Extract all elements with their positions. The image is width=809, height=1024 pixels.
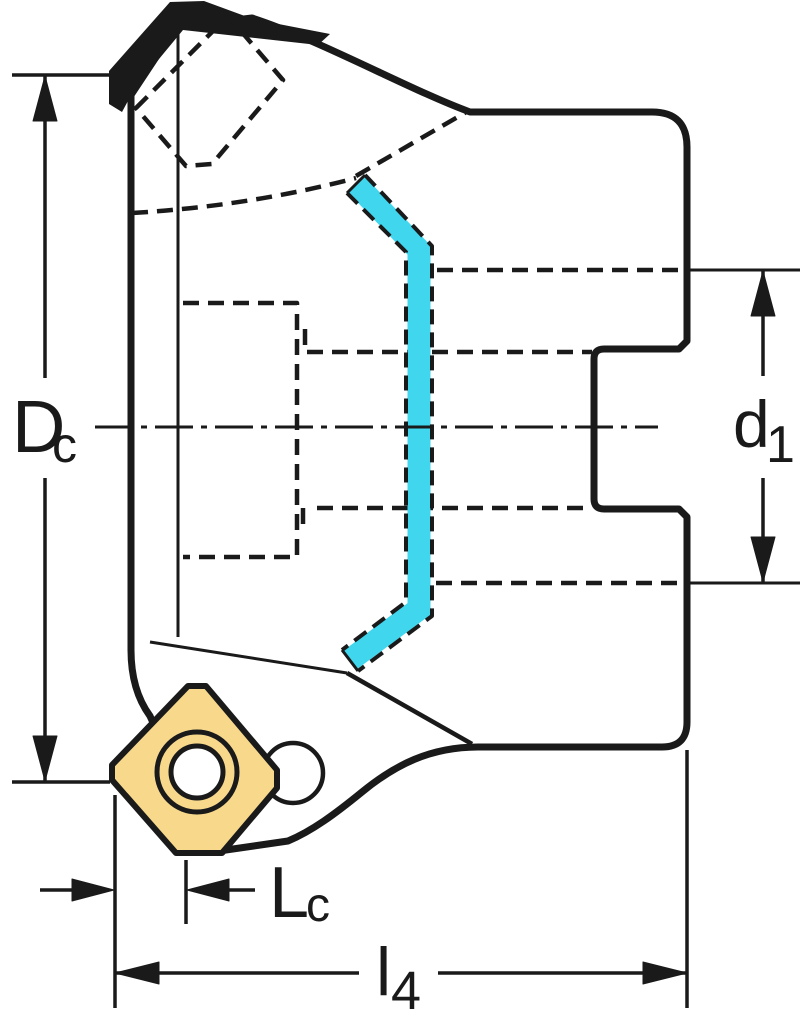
d1-arrow-up (750, 270, 776, 317)
insert-screw-hole (168, 743, 226, 801)
dc-arrow-down (32, 735, 58, 782)
cutter-body-outline (127, 14, 691, 856)
lc-dimension: Lc (40, 795, 330, 1008)
hidden-bore-step-rect (183, 300, 300, 560)
dc-label: Dc (12, 385, 77, 473)
d1-label-box (716, 376, 808, 478)
d1-dimension: d1 (687, 268, 808, 585)
coolant-channel-caps (340, 173, 367, 672)
coolant-channel-border-left (340, 191, 408, 652)
l4-arrow-left (114, 961, 160, 985)
dc-dimension: Dc (0, 73, 113, 784)
hidden-slot-wall-top (302, 329, 592, 355)
indexable-insert (109, 683, 280, 856)
lc-label: Lc (269, 853, 330, 933)
coolant-channel-border-right (356, 173, 434, 673)
dc-label-box (0, 378, 93, 478)
lc-arrow-right (71, 878, 115, 902)
d1-label: d1 (733, 387, 795, 474)
pocket-seat-line (149, 640, 348, 675)
hidden-insert-diamond (133, 13, 286, 169)
d1-arrow-down (750, 536, 776, 583)
hidden-neck-curve (131, 109, 470, 216)
lc-arrow-left (186, 878, 230, 902)
top-insert-pocket-wedge (109, 1, 330, 112)
l4-dimension: l4 (114, 750, 689, 1021)
chip-gash-line (345, 671, 474, 746)
l4-label-box (359, 931, 438, 1015)
hidden-slot-wall-bottom (300, 505, 592, 531)
l4-label: l4 (376, 934, 421, 1021)
l4-arrow-right (642, 961, 688, 985)
insert-screw-seat-ring (154, 729, 240, 815)
dc-arrow-up (32, 75, 58, 122)
coolant-channel (340, 173, 434, 673)
